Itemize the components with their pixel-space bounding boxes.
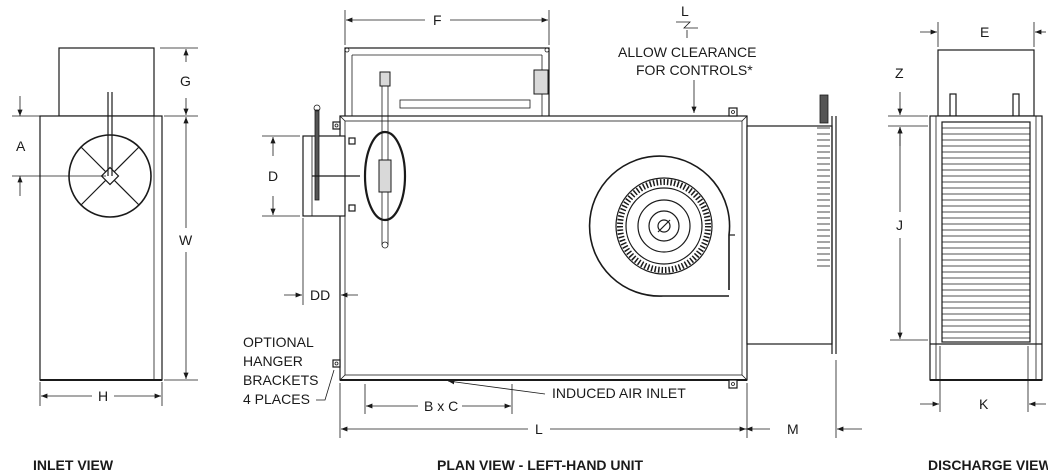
discharge-outlet (746, 94, 837, 354)
clearance-line-1: ALLOW CLEARANCE (618, 44, 756, 60)
discharge-dim-k: K (920, 346, 1046, 412)
hanger-line-2: HANGER (243, 353, 303, 369)
induced-air-inlet-label: INDUCED AIR INLET (552, 385, 686, 401)
dim-label-dd: DD (310, 287, 330, 303)
control-module (533, 69, 549, 95)
dim-label-a: A (16, 138, 26, 154)
clearance-line-2: FOR CONTROLS* (636, 62, 753, 78)
dim-label-bxc: B x C (424, 398, 458, 414)
dim-label-g: G (180, 73, 191, 89)
main-casing (339, 115, 748, 381)
discharge-dim-e: E (920, 22, 1046, 47)
inlet-dim-h: H (39, 382, 163, 406)
inlet-dim-a: A (12, 96, 106, 196)
dim-label-m: M (787, 421, 799, 437)
inlet-view-caption: INLET VIEW (33, 457, 114, 473)
dim-label-l: L (535, 421, 543, 437)
dim-label-h: H (98, 388, 108, 404)
plan-dim-dd: DD (284, 218, 358, 305)
induced-air-note: INDUCED AIR INLET (447, 379, 686, 401)
discharge-dim-j: J (890, 127, 928, 341)
plan-view: F L ALLOW CLEARANCE FOR CONTROLS* D DD (243, 3, 862, 473)
inlet-collar (58, 47, 155, 117)
hanger-line-3: BRACKETS (243, 372, 318, 388)
inlet-dim-g: G (160, 47, 198, 117)
plan-dim-bxc: B x C (364, 384, 513, 414)
discharge-view: E Z J K DISCHARGE VIEW (888, 22, 1048, 473)
dim-label-e: E (980, 24, 989, 40)
discharge-grille (941, 121, 1031, 343)
dim-label-k: K (979, 396, 989, 412)
discharge-view-caption: DISCHARGE VIEW (928, 457, 1048, 473)
dim-label-j: J (896, 217, 903, 233)
discharge-dim-z: Z (888, 65, 928, 146)
actuator-rod (314, 109, 320, 201)
blower-assembly (588, 155, 735, 297)
dim-label-f: F (433, 12, 442, 28)
dim-label-z: Z (895, 65, 904, 81)
inlet-body (39, 115, 163, 381)
hanger-note: OPTIONAL HANGER BRACKETS 4 PLACES (243, 334, 335, 407)
plan-dim-f: F (344, 10, 550, 45)
plan-dim-l: L (339, 383, 748, 438)
inlet-dim-w: W (164, 117, 198, 381)
hanger-line-1: OPTIONAL (243, 334, 314, 350)
dim-label-w: W (179, 232, 193, 248)
hanger-brackets (332, 107, 738, 389)
controls-enclosure (344, 47, 550, 119)
inlet-view: A G W H INLET VIEW (12, 47, 198, 473)
plan-dim-m: M (746, 360, 862, 438)
hanger-line-4: 4 PLACES (243, 391, 310, 407)
plan-damper (363, 71, 407, 249)
plan-dim-d: D (262, 135, 300, 217)
dim-label-d: D (268, 168, 278, 184)
clearance-note: L ALLOW CLEARANCE FOR CONTROLS* (618, 3, 756, 113)
plan-view-caption: PLAN VIEW - LEFT-HAND UNIT (437, 457, 644, 473)
dim-label-l-top: L (681, 3, 689, 19)
